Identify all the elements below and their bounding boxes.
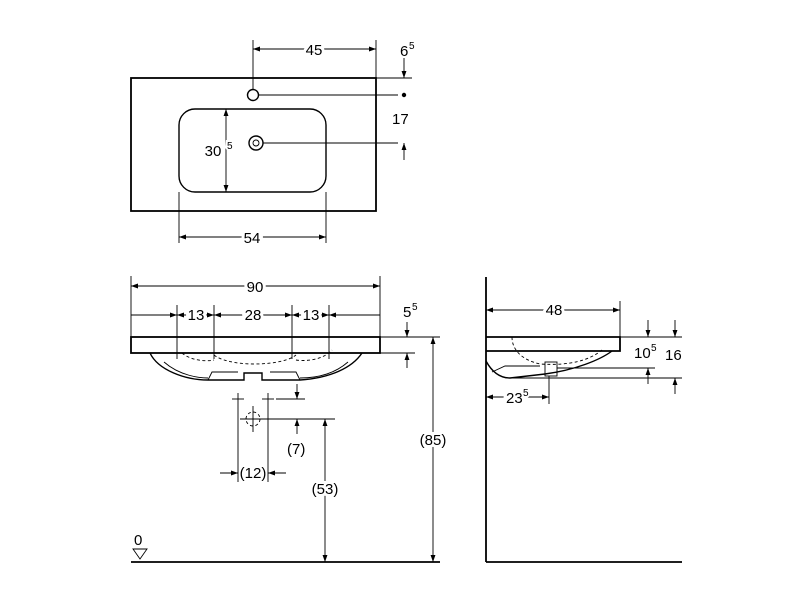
front-view-slab <box>130 336 381 354</box>
top-view: 45 6 5 17 30 5 54 <box>130 39 415 250</box>
dim-bowl-height-label: 10 <box>634 345 651 362</box>
dim-tap-offset-label: 45 <box>306 42 323 59</box>
dim-pipe-spacing-label: (12) <box>240 465 267 482</box>
dim-right-fix-label: 13 <box>303 307 320 324</box>
front-view: 90 13 28 13 5 5 (7) <box>130 276 449 563</box>
drain-hole-inner-icon <box>252 139 260 147</box>
dim-depth-label: 48 <box>546 302 563 319</box>
front-view-bowl <box>149 352 363 381</box>
dim-drain-offset-label: 23 <box>506 390 523 407</box>
side-view: 48 10 5 16 23 5 <box>485 277 682 563</box>
dim-drain-from-top-label: 17 <box>392 111 409 128</box>
drain-hole-icon <box>248 135 264 151</box>
dim-fix-spacing-label: 28 <box>245 307 262 324</box>
dim-bowl-depth-label: 30 <box>205 143 222 160</box>
dim-bowl-width-label: 54 <box>244 230 261 247</box>
fixing-mark-icon <box>171 347 335 359</box>
dim-left-fix-label: 13 <box>188 307 205 324</box>
dim-tap-from-top-sup: 5 <box>409 41 415 52</box>
dim-pipe-offset-label: (7) <box>287 441 305 458</box>
dim-bowl-height-sup: 5 <box>651 343 657 354</box>
dim-thickness-label: 5 <box>403 304 411 321</box>
dim-drain-height-label: (53) <box>312 481 339 498</box>
top-view-bowl <box>178 108 327 193</box>
top-view-outline <box>130 77 377 212</box>
dim-tap-from-top-label: 6 <box>400 43 408 60</box>
dim-drain-offset-sup: 5 <box>523 388 529 399</box>
dim-bowl-depth-sup: 5 <box>227 141 233 152</box>
pipe-mark-icon <box>232 393 274 432</box>
zero-level-triangle-icon <box>132 548 148 560</box>
dim-total-height-label: 16 <box>665 347 682 364</box>
zero-level-label: 0 <box>134 532 142 549</box>
tap-hole-icon <box>246 88 260 102</box>
dim-thickness-sup: 5 <box>412 302 418 313</box>
dim-mount-height-label: (85) <box>420 432 447 449</box>
dim-total-width-label: 90 <box>247 279 264 296</box>
side-view-slab <box>486 336 621 352</box>
